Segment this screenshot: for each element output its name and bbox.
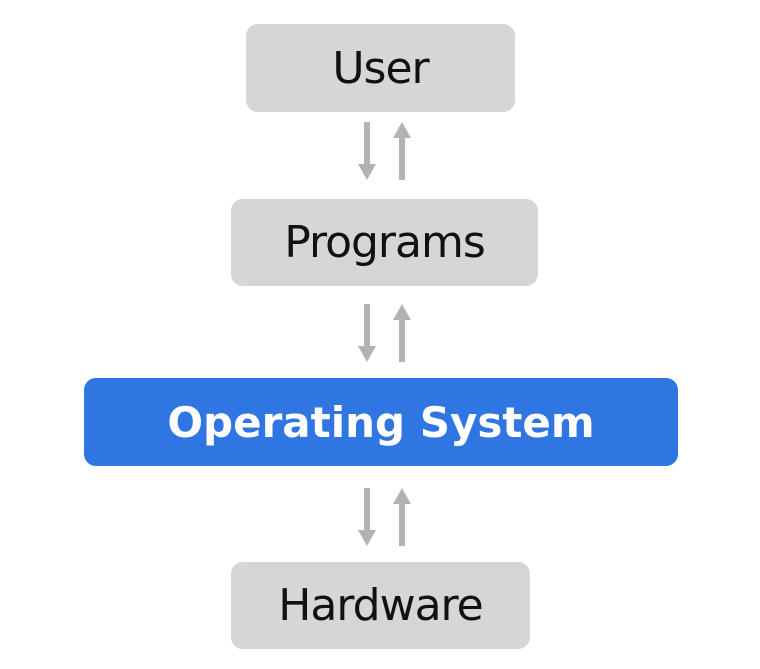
programs-node: Programs bbox=[231, 199, 538, 286]
os-hardware-arrows bbox=[358, 488, 411, 546]
down-arrow-icon bbox=[358, 122, 376, 180]
up-arrow-icon bbox=[393, 304, 411, 362]
user-label: User bbox=[332, 42, 429, 94]
user-programs-arrows bbox=[358, 122, 411, 180]
operating-system-label: Operating System bbox=[167, 397, 595, 447]
programs-os-arrows bbox=[358, 304, 411, 362]
user-node: User bbox=[246, 24, 515, 112]
programs-label: Programs bbox=[284, 217, 486, 268]
up-arrow-icon bbox=[393, 122, 411, 180]
up-arrow-icon bbox=[393, 488, 411, 546]
down-arrow-icon bbox=[358, 488, 376, 546]
hardware-node: Hardware bbox=[231, 562, 530, 649]
hardware-label: Hardware bbox=[278, 580, 483, 631]
down-arrow-icon bbox=[358, 304, 376, 362]
operating-system-node: Operating System bbox=[84, 378, 678, 466]
